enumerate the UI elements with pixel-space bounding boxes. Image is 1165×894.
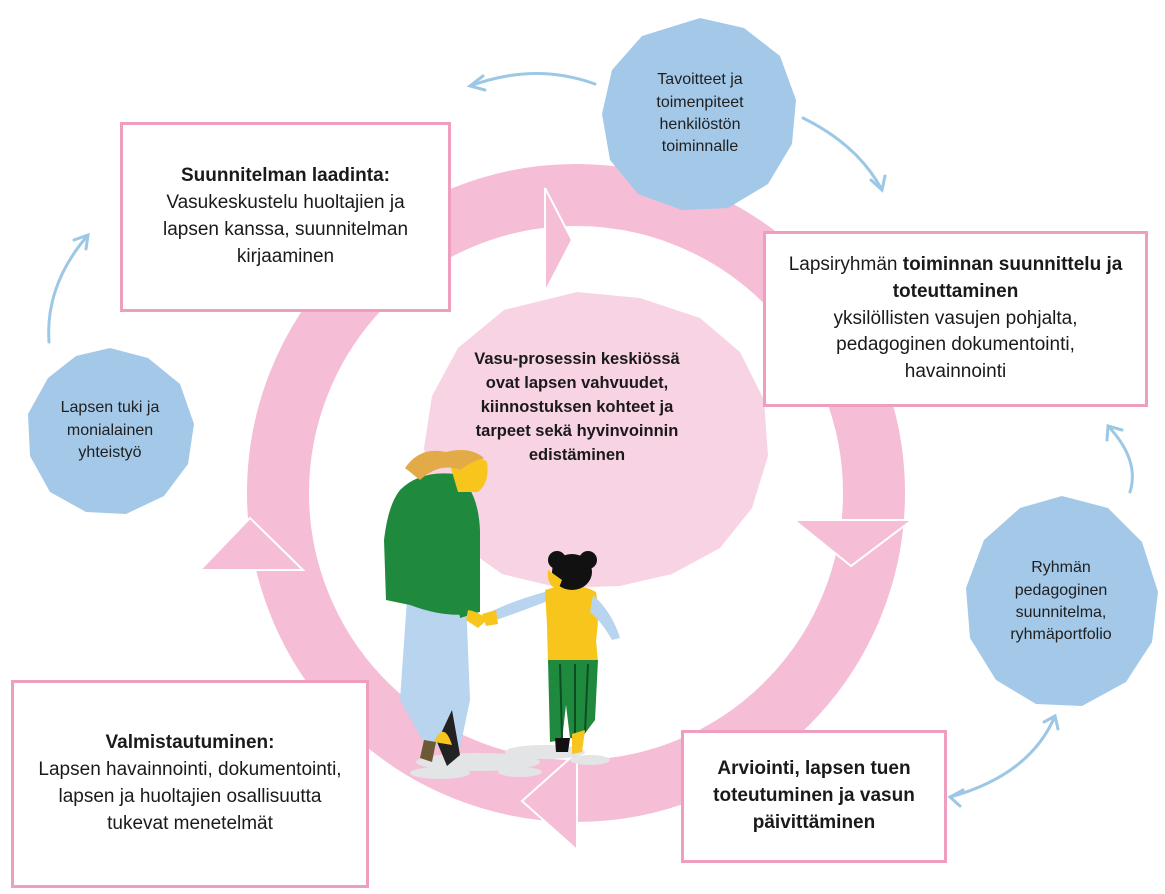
box-evaluation-title: Arviointi, lapsen tuen toteutuminen ja v… — [713, 758, 915, 833]
arrow-goals-to-planning — [468, 72, 597, 88]
box-planning: Suunnitelman laadinta: Vasukeskustelu hu… — [120, 122, 451, 312]
box-group-activity-lead: Lapsiryhmän — [788, 253, 898, 275]
cycle-arrowhead-bottom — [520, 749, 578, 853]
adult-figure — [384, 450, 488, 766]
cycle-arrowhead-left — [197, 516, 306, 571]
bubble-group-plan-text: Ryhmän pedagoginen suunnitelma, ryhmäpor… — [1010, 559, 1112, 644]
center-text: Vasu-prosessin keskiössä ovat lapsen vah… — [474, 350, 680, 464]
connector-arrows — [47, 72, 1134, 808]
cycle-arrowhead-top — [544, 187, 574, 293]
arrow-goals-to-group — [801, 116, 884, 192]
box-group-activity-title: toiminnan suunnittelu ja toteuttaminen — [892, 253, 1123, 302]
box-preparation-body: Lapsen havainnointi, dokumentointi, laps… — [38, 759, 342, 834]
child-figure — [482, 551, 620, 754]
box-evaluation: Arviointi, lapsen tuen toteutuminen ja v… — [681, 730, 947, 863]
box-group-activity: Lapsiryhmän toiminnan suunnittelu ja tot… — [763, 231, 1148, 407]
cycle-arrowhead-right — [791, 519, 915, 568]
bubble-goals: Tavoitteet ja toimenpiteet henkilöstön t… — [598, 14, 802, 214]
center-shape — [424, 292, 768, 588]
bubble-goals-text: Tavoitteet ja toimenpiteet henkilöstön t… — [656, 71, 744, 156]
bubble-support: Lapsen tuki ja monialainen yhteistyö — [22, 344, 198, 518]
arrow-groupplan-to-group — [1106, 424, 1134, 494]
arrow-support-to-planning — [47, 233, 90, 344]
bubble-group-plan: Ryhmän pedagoginen suunnitelma, ryhmäpor… — [962, 492, 1160, 712]
arrow-groupplan-evaluation — [948, 714, 1057, 799]
box-planning-title: Suunnitelman laadinta: — [180, 165, 391, 187]
box-group-activity-body: yksilöllisten vasujen pohjalta, pedagogi… — [833, 307, 1078, 383]
bubble-support-text: Lapsen tuki ja monialainen yhteistyö — [60, 399, 160, 462]
box-preparation-title: Valmistautuminen: — [105, 732, 275, 754]
box-planning-body: Vasukeskustelu huoltajien ja lapsen kans… — [162, 192, 409, 267]
box-preparation: Valmistautuminen: Lapsen havainnointi, d… — [11, 680, 369, 888]
